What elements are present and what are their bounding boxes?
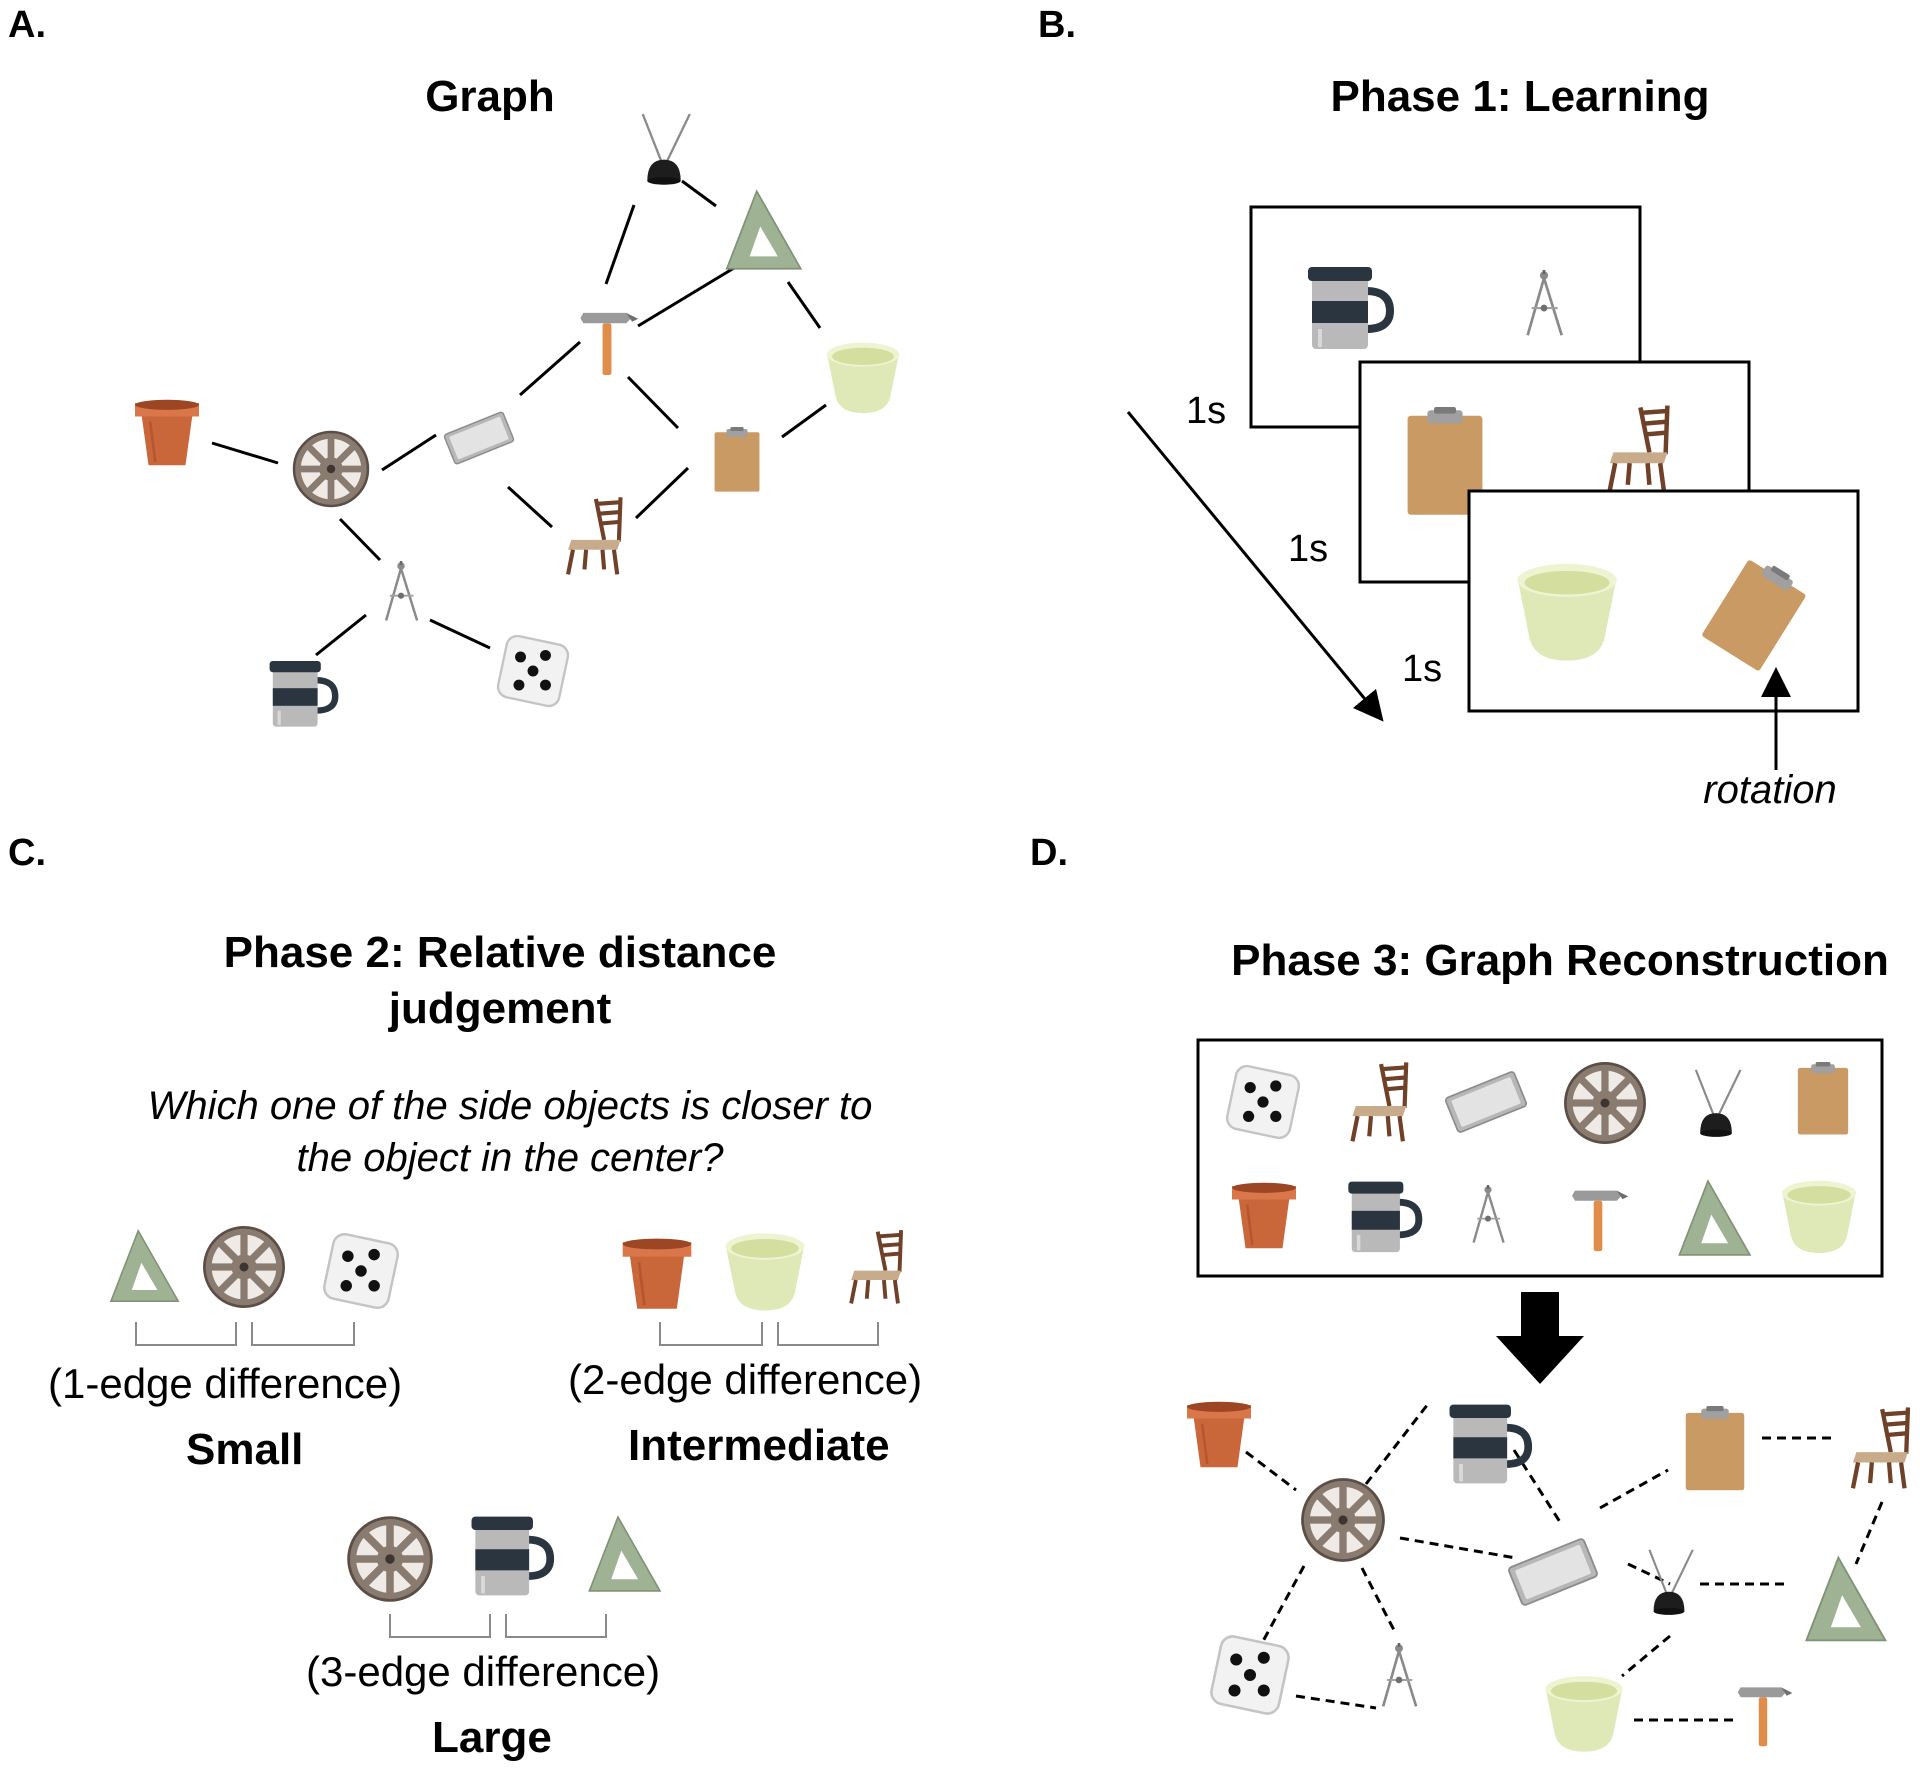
intermediate-brackets xyxy=(659,1322,879,1346)
recon-chair xyxy=(1853,1407,1908,1488)
panel-a-label: A. xyxy=(8,4,46,46)
panel-b-frames xyxy=(1249,205,1860,713)
node-pot xyxy=(133,398,201,467)
level-intermediate: Intermediate xyxy=(628,1421,890,1470)
panel-a-graph xyxy=(211,179,827,657)
node-hammer xyxy=(580,312,639,376)
edge-pot-reel xyxy=(211,441,279,465)
recon-die xyxy=(1207,1632,1293,1718)
time-label-2: 1s xyxy=(1288,528,1329,570)
small-right-die xyxy=(320,1230,402,1312)
edge-hammer-setsquare xyxy=(637,266,735,328)
panel-c-trials xyxy=(110,1225,901,1638)
edge-clipboard-chair xyxy=(634,466,690,520)
edge-tray-hammer xyxy=(519,340,581,397)
intermediate-center-bowl xyxy=(725,1233,805,1311)
panel-a-title: Graph xyxy=(425,72,555,121)
panel-d-title: Phase 3: Graph Reconstruction xyxy=(1231,936,1889,985)
rotation-note: rotation xyxy=(1703,768,1837,812)
large-center-mug xyxy=(472,1517,551,1596)
panel-d-label: D. xyxy=(1030,832,1068,874)
time-label-3: 1s xyxy=(1402,648,1443,690)
recon-bowl xyxy=(1545,1676,1623,1752)
time-label-1: 1s xyxy=(1186,390,1227,432)
panel-c-title-line1: Phase 2: Relative distance xyxy=(223,928,777,977)
panel-b-title: Phase 1: Learning xyxy=(1330,72,1710,121)
reconstructed-graph xyxy=(1185,1400,1908,1752)
edge-bowl-clipboard xyxy=(781,403,827,439)
node-compass xyxy=(386,561,417,621)
node-mug xyxy=(270,661,336,727)
edge-reel-tray xyxy=(381,433,437,472)
recon-mug xyxy=(1450,1405,1529,1484)
recon-clipboard xyxy=(1685,1406,1745,1491)
bank-die xyxy=(1223,1062,1303,1142)
level-small: Small xyxy=(186,1425,304,1474)
difference-large: (3-edge difference) xyxy=(306,1648,661,1695)
bank-film-reel xyxy=(1563,1061,1647,1145)
large-right-set-square xyxy=(588,1516,661,1592)
edge-tray-chair xyxy=(506,485,554,529)
edge-compass-die xyxy=(429,618,491,650)
recon-compass xyxy=(1383,1643,1416,1706)
small-center-film-reel xyxy=(202,1225,286,1309)
edge-reel-compass xyxy=(338,517,382,562)
level-large: Large xyxy=(432,1713,552,1762)
node-set-square xyxy=(725,190,802,270)
large-brackets xyxy=(389,1614,607,1638)
intermediate-right-chair xyxy=(851,1230,901,1303)
intermediate-left-pot xyxy=(621,1237,693,1311)
question-line1: Which one of the side objects is closer … xyxy=(147,1084,873,1128)
small-left-set-square xyxy=(110,1229,180,1303)
time-arrow xyxy=(1126,411,1384,722)
reconstructed-edges xyxy=(1245,1403,1884,1722)
node-tv-antenna xyxy=(641,112,692,186)
node-bowl xyxy=(826,342,900,414)
large-left-film-reel xyxy=(347,1516,433,1602)
question-line2: the object in the center? xyxy=(296,1136,724,1180)
edge-compass-mug xyxy=(315,613,367,657)
edge-setsquare-bowl xyxy=(786,281,822,329)
panel-b-label: B. xyxy=(1038,4,1076,46)
node-tray xyxy=(442,410,516,466)
bank-clipboard xyxy=(1797,1062,1849,1135)
node-film-reel xyxy=(292,430,370,508)
recon-hammer xyxy=(1737,1687,1793,1747)
recon-tv-antenna xyxy=(1647,1548,1695,1617)
recon-film-reel xyxy=(1300,1477,1386,1563)
panel-c-title-line2: judgement xyxy=(388,984,612,1033)
node-die xyxy=(494,632,572,710)
small-brackets xyxy=(135,1322,355,1346)
node-chair xyxy=(568,497,620,574)
edge-antenna-setsquare xyxy=(681,179,717,208)
node-clipboard xyxy=(714,427,760,492)
down-arrow xyxy=(1496,1292,1584,1384)
difference-small: (1-edge difference) xyxy=(48,1360,403,1407)
recon-tray xyxy=(1506,1537,1600,1607)
recon-set-square xyxy=(1805,1556,1887,1642)
difference-intermediate: (2-edge difference) xyxy=(568,1356,923,1403)
edge-hammer-antenna xyxy=(604,204,636,285)
panel-c-label: C. xyxy=(8,832,46,874)
recon-pot xyxy=(1185,1400,1253,1469)
object-bank-box xyxy=(1196,1038,1884,1278)
edge-hammer-clipboard xyxy=(626,375,680,430)
